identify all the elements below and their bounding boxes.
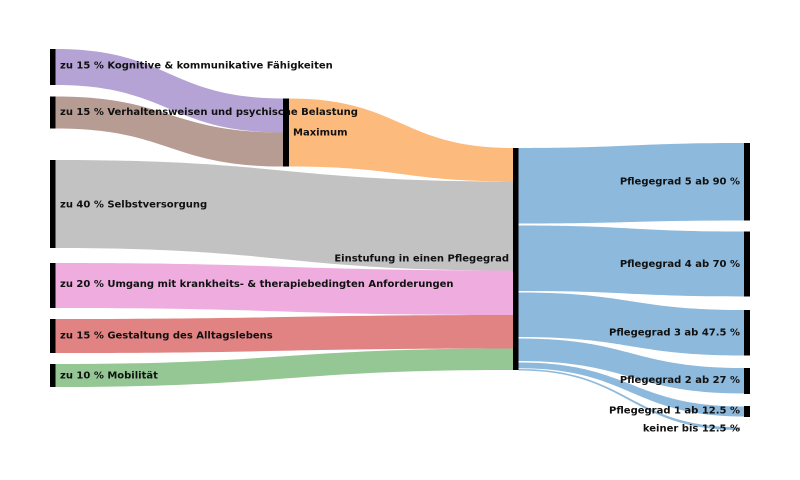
node-pg1 [744, 406, 750, 417]
flow-kognitive-to-maximum [55, 49, 283, 133]
flow-einstufung-to-pg4 [518, 225, 744, 297]
label-umgang: zu 20 % Umgang mit krankheits- & therapi… [60, 279, 454, 290]
flow-selbstversorgung-to-einstufung [55, 160, 513, 271]
flow-einstufung-to-pg3 [518, 292, 744, 356]
node-umgang [50, 263, 56, 308]
flow-einstufung-to-keiner [518, 369, 740, 430]
node-verhaltensweisen [50, 96, 56, 129]
flow-maximum-to-einstufung [289, 98, 513, 182]
node-gestaltung [50, 319, 56, 353]
flow-einstufung-to-pg5 [518, 143, 744, 224]
node-einstufung [513, 148, 519, 370]
label-kognitive: zu 15 % Kognitive & kommunikative Fähigk… [60, 61, 333, 72]
label-pg2: Pflegegrad 2 ab 27 % [620, 375, 740, 386]
nodes-layer [50, 49, 750, 417]
label-verhaltensweisen: zu 15 % Verhaltensweisen und psychische … [60, 107, 358, 118]
label-pg4: Pflegegrad 4 ab 70 % [620, 259, 740, 270]
label-maximum: Maximum [293, 128, 348, 139]
flow-mobilitaet-to-einstufung [55, 348, 513, 387]
label-keiner: keiner bis 12.5 % [643, 424, 740, 435]
label-pg3: Pflegegrad 3 ab 47.5 % [609, 328, 740, 339]
node-maximum [283, 98, 289, 167]
node-pg2 [744, 368, 750, 394]
node-mobilitaet [50, 364, 56, 387]
node-pg5 [744, 143, 750, 221]
node-pg4 [744, 231, 750, 297]
flow-einstufung-to-pg2 [518, 338, 744, 394]
node-kognitive [50, 49, 56, 85]
label-einstufung: Einstufung in einen Pflegegrad [334, 254, 509, 265]
label-gestaltung: zu 15 % Gestaltung des Alltagslebens [60, 331, 273, 342]
node-pg3 [744, 310, 750, 356]
label-selbstversorgung: zu 40 % Selbstversorgung [60, 200, 207, 211]
flow-gestaltung-to-einstufung [55, 315, 513, 353]
label-pg1: Pflegegrad 1 ab 12.5 % [609, 406, 740, 417]
node-selbstversorgung [50, 160, 56, 248]
flow-verhaltensweisen-to-maximum [55, 96, 283, 167]
flow-umgang-to-einstufung [55, 263, 513, 315]
labels-layer: zu 15 % Kognitive & kommunikative Fähigk… [60, 61, 740, 435]
label-mobilitaet: zu 10 % Mobilität [60, 371, 158, 382]
flows-layer [55, 49, 744, 430]
flow-einstufung-to-pg1 [518, 362, 744, 417]
label-pg5: Pflegegrad 5 ab 90 % [620, 177, 740, 188]
